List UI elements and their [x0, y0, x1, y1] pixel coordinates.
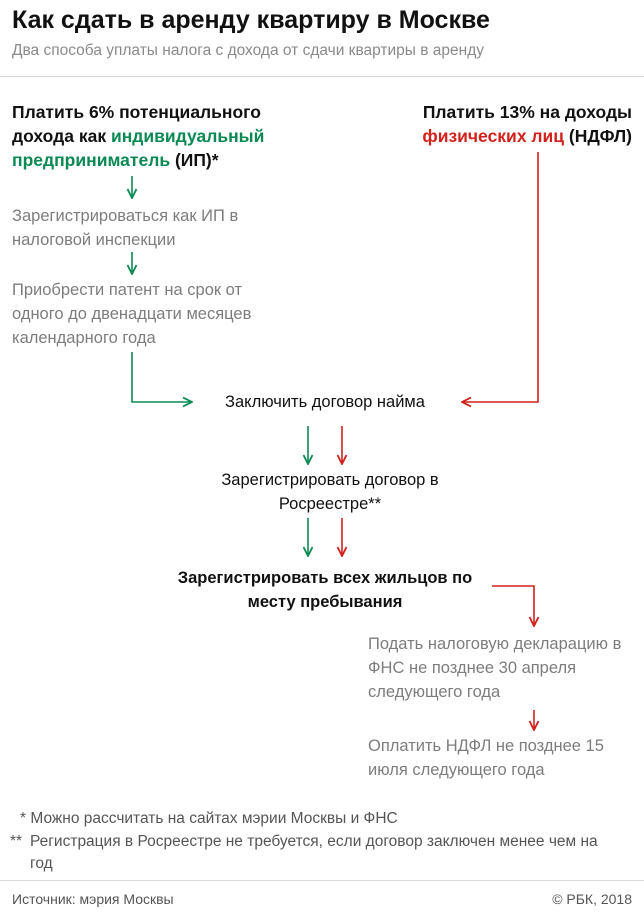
- arrow-patent-to-contract: [131, 352, 192, 402]
- page-title: Как сдать в аренду квартиру в Москве: [12, 6, 490, 34]
- footnote-1-text: Можно рассчитать на сайтах мэрии Москвы …: [30, 810, 398, 827]
- option-ndfl-heading: Платить 13% на доходы физических лиц (НД…: [372, 100, 632, 148]
- source-label: Источник: мэрия Москвы: [12, 891, 174, 907]
- step-register-contract: Зарегистрировать договор в Росреестре**: [221, 471, 439, 513]
- option-ndfl-suffix: (НДФЛ): [564, 126, 632, 146]
- step-pay-ndfl: Оплатить НДФЛ не позднее 15 июля следующ…: [368, 737, 604, 779]
- footnote-2-mark: **: [10, 833, 23, 850]
- copyright-label: © РБК, 2018: [552, 891, 632, 907]
- option-ndfl-prefix: Платить 13% на доходы: [422, 102, 632, 122]
- page-subtitle: Два способа уплаты налога с дохода от сд…: [12, 42, 485, 59]
- footnote-1: * Можно рассчитать на сайтах мэрии Москв…: [20, 808, 630, 830]
- arrow-residents-to-declaration: [492, 585, 534, 626]
- footnote-1-mark: *: [20, 810, 27, 827]
- option-ip-prefix: Платить 6% потенциального дохода как: [12, 102, 261, 146]
- arrow-ndfl-to-contract: [462, 152, 539, 402]
- option-ip-suffix: (ИП)*: [170, 150, 219, 170]
- step-register-ip: Зарегистрироваться как ИП в налоговой ин…: [12, 207, 239, 249]
- footnote-2-text: Регистрация в Росреестре не требуется, е…: [30, 833, 598, 872]
- option-ip-highlight: индивидуальный предприниматель: [12, 126, 265, 170]
- step-buy-patent: Приобрести патент на срок от одного до д…: [12, 281, 252, 347]
- step-sign-contract: Заключить договор найма: [225, 393, 425, 411]
- step-register-residents: Зарегистрировать всех жильцов по месту п…: [177, 569, 473, 611]
- option-ip-heading: Платить 6% потенциального дохода как инд…: [12, 100, 312, 172]
- footer-divider: [0, 880, 644, 881]
- step-file-declaration: Подать налоговую декларацию в ФНС не поз…: [368, 635, 622, 701]
- header-divider: [0, 76, 644, 77]
- option-ndfl-highlight: физических лиц: [422, 126, 565, 146]
